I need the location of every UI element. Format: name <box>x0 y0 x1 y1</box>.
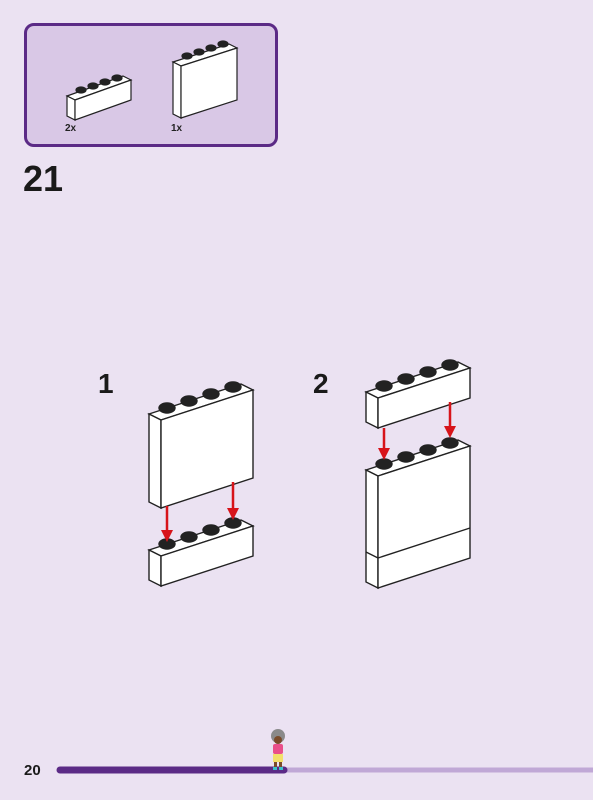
brick-1x4x3-quantity: 1x <box>171 123 183 134</box>
page-number: 20 <box>24 762 41 779</box>
substep-1-illustration <box>147 381 255 588</box>
brick-1x4-icon <box>65 74 133 121</box>
parts-list-box: 2x 1x <box>24 23 278 147</box>
substep-1-label: 1 <box>98 368 114 399</box>
brick-1x4x3-icon <box>171 40 239 119</box>
progress-figure-icon <box>271 729 285 770</box>
substep-2-illustration <box>364 359 472 590</box>
progress-bar <box>56 729 593 774</box>
step-number: 21 <box>23 158 64 199</box>
substep-2-label: 2 <box>313 368 329 399</box>
brick-1x4-quantity: 2x <box>65 123 77 134</box>
